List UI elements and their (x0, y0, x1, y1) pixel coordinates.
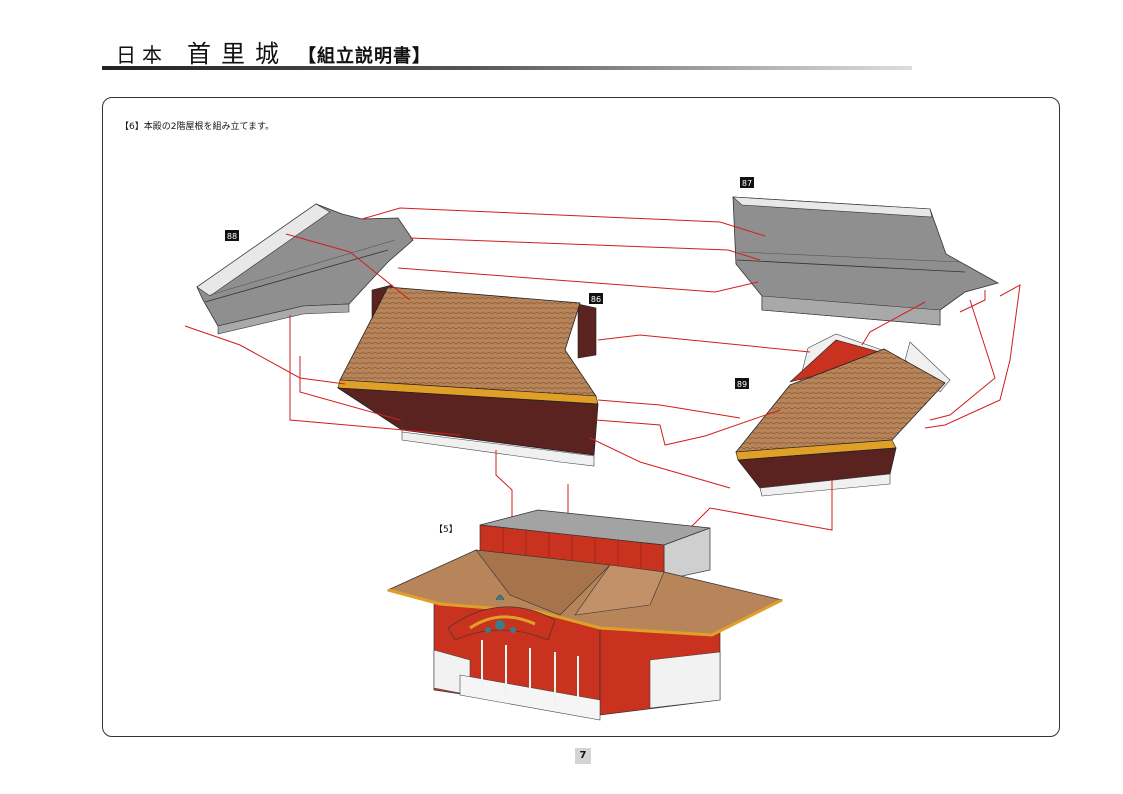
prev-assembly-label: 【5】 (434, 524, 458, 535)
part-87-piece (733, 197, 998, 325)
page-number: 7 (575, 748, 591, 764)
part-88-label: 88 (227, 232, 237, 241)
part-89-piece (736, 334, 950, 496)
prev-assembly-building (388, 510, 782, 720)
part-86-piece (338, 285, 598, 466)
part-87-label: 87 (742, 179, 752, 188)
part-89-label: 89 (737, 380, 747, 389)
part-86-label: 86 (591, 295, 601, 304)
